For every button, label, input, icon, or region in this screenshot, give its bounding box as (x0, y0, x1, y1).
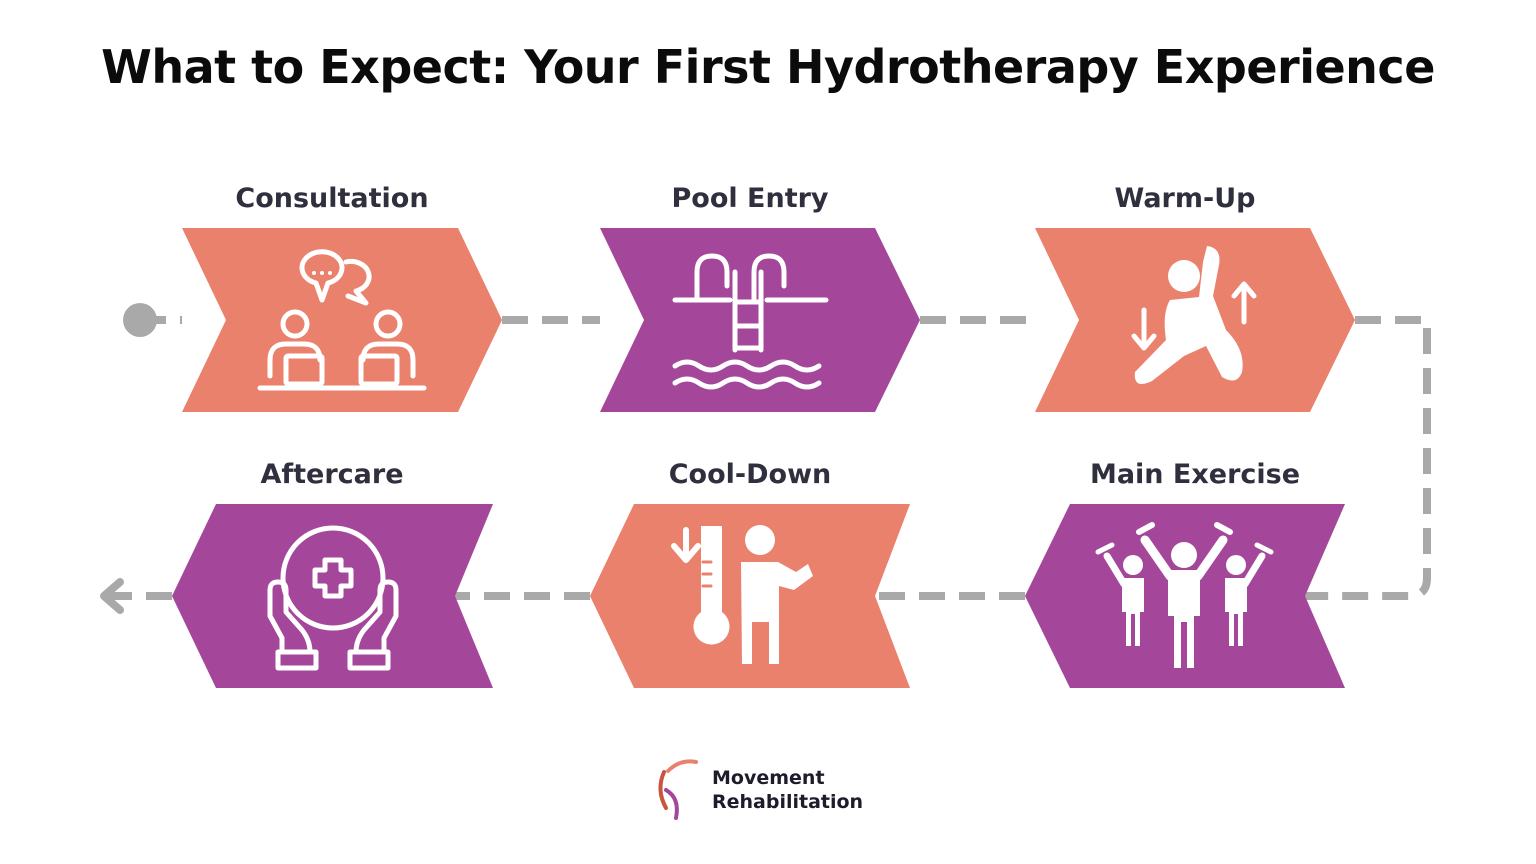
movement-rehabilitation-logo-icon (658, 759, 698, 820)
step-label-aftercare: Aftercare (260, 459, 404, 490)
logo-line-2: Rehabilitation (712, 791, 864, 813)
hands-medical-care-icon (267, 525, 399, 671)
step-label-pool-entry: Pool Entry (671, 183, 829, 214)
page-title: What to Expect: Your First Hydrotherapy … (101, 40, 1435, 94)
end-arrow-icon (100, 578, 124, 614)
start-point (123, 303, 157, 337)
connector-path (110, 316, 1431, 600)
group-exercise-icon (1095, 522, 1274, 668)
step-label-warm-up: Warm-Up (1114, 183, 1256, 214)
consultation-icon (257, 249, 427, 391)
step-label-cool-down: Cool-Down (668, 459, 832, 490)
step-label-main-exercise: Main Exercise (1089, 459, 1301, 490)
logo-line-1: Movement (712, 767, 825, 789)
step-label-consultation: Consultation (235, 183, 429, 214)
thermometer-person-icon (671, 525, 813, 664)
stretching-person-icon (1131, 246, 1257, 384)
pool-ladder-icon (672, 253, 829, 390)
logo-text: Movement Rehabilitation (712, 766, 863, 814)
step-shape-consultation (182, 228, 502, 412)
